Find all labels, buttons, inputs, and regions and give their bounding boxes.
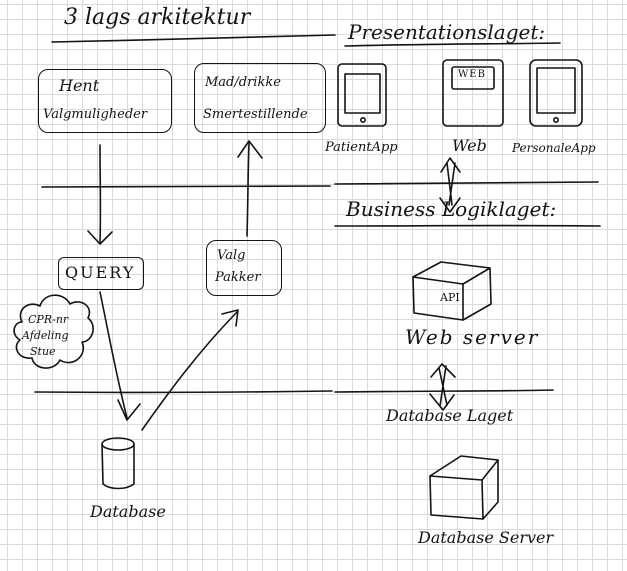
cloud-line-2: Afdeling (22, 329, 69, 342)
divider-right-upper (334, 181, 599, 185)
divider-left-upper (41, 185, 331, 188)
web-screen-text: WEB (458, 69, 486, 80)
double-arrow-presentation-business-top (440, 157, 461, 173)
arrow-database-to-valg (141, 311, 238, 431)
cloud-line-1: CPR-nr (28, 313, 69, 326)
query-box: QUERY (58, 257, 144, 290)
personal-app-screen (536, 67, 576, 114)
divider-right-lower (334, 389, 554, 393)
database-layer-heading: Database Laget (386, 406, 514, 425)
database-server-box-top (429, 455, 499, 481)
mad-line-2: Smertestillende (203, 107, 308, 122)
web-server-box-top (412, 261, 491, 285)
web-server-label: Web server (405, 325, 540, 349)
arrow-valg-to-mad (246, 142, 250, 237)
mad-smertestillende-box: Mad/drikke Smertestillende (194, 63, 326, 133)
business-layer-heading: Business Logiklaget: (346, 197, 557, 221)
hent-line-2: Valgmuligheder (43, 107, 148, 122)
query-label: QUERY (65, 263, 136, 282)
patient-app-label: PatientApp (325, 140, 398, 155)
valg-line-1: Valg (217, 248, 246, 263)
web-device (442, 59, 504, 127)
web-label: Web (452, 136, 487, 155)
cloud-bubble (13, 294, 94, 369)
arrow-query-to-database-head (117, 399, 141, 421)
double-arrow-presentation-business (446, 162, 456, 206)
api-label: API (440, 291, 460, 304)
arrow-database-to-valg-head (221, 309, 239, 327)
arrow-hent-to-query-head (87, 230, 113, 245)
patient-app-button (359, 117, 366, 124)
database-server-box-side (482, 459, 499, 520)
database-server-label: Database Server (418, 528, 554, 547)
database-cylinder-body (101, 443, 135, 490)
database-server-box-front (429, 475, 484, 520)
title: 3 lags arkitektur (64, 5, 251, 30)
personal-app-device (529, 59, 583, 127)
personal-app-label: PersonaleApp (512, 141, 596, 155)
patient-app-screen (344, 73, 381, 114)
presentation-layer-heading: Presentationslaget: (348, 20, 546, 44)
hent-line-1: Hent (59, 76, 100, 95)
divider-left-lower (34, 390, 333, 394)
arrow-query-to-database (99, 291, 128, 419)
valg-pakker-box: Valg Pakker (206, 240, 282, 296)
cloud-line-3: Stue (30, 345, 56, 358)
double-arrow-presentation-business-bottom (439, 197, 461, 213)
personal-app-button (552, 117, 559, 124)
hent-valgmuligheder-box: Hent Valgmuligheder (38, 69, 172, 133)
title-underline (51, 34, 336, 43)
presentation-underline (344, 42, 561, 47)
database-label: Database (90, 502, 166, 521)
double-arrow-business-database-bottom (429, 393, 455, 411)
web-device-screen (451, 66, 495, 90)
patient-app-device (337, 63, 387, 127)
web-server-box-side (462, 267, 492, 321)
database-cylinder-top (101, 437, 135, 451)
arrow-valg-to-mad-head (237, 140, 263, 159)
double-arrow-business-database-top (430, 363, 456, 378)
double-arrow-business-database (438, 365, 448, 407)
valg-line-2: Pakker (215, 270, 261, 285)
mad-line-1: Mad/drikke (205, 75, 281, 90)
